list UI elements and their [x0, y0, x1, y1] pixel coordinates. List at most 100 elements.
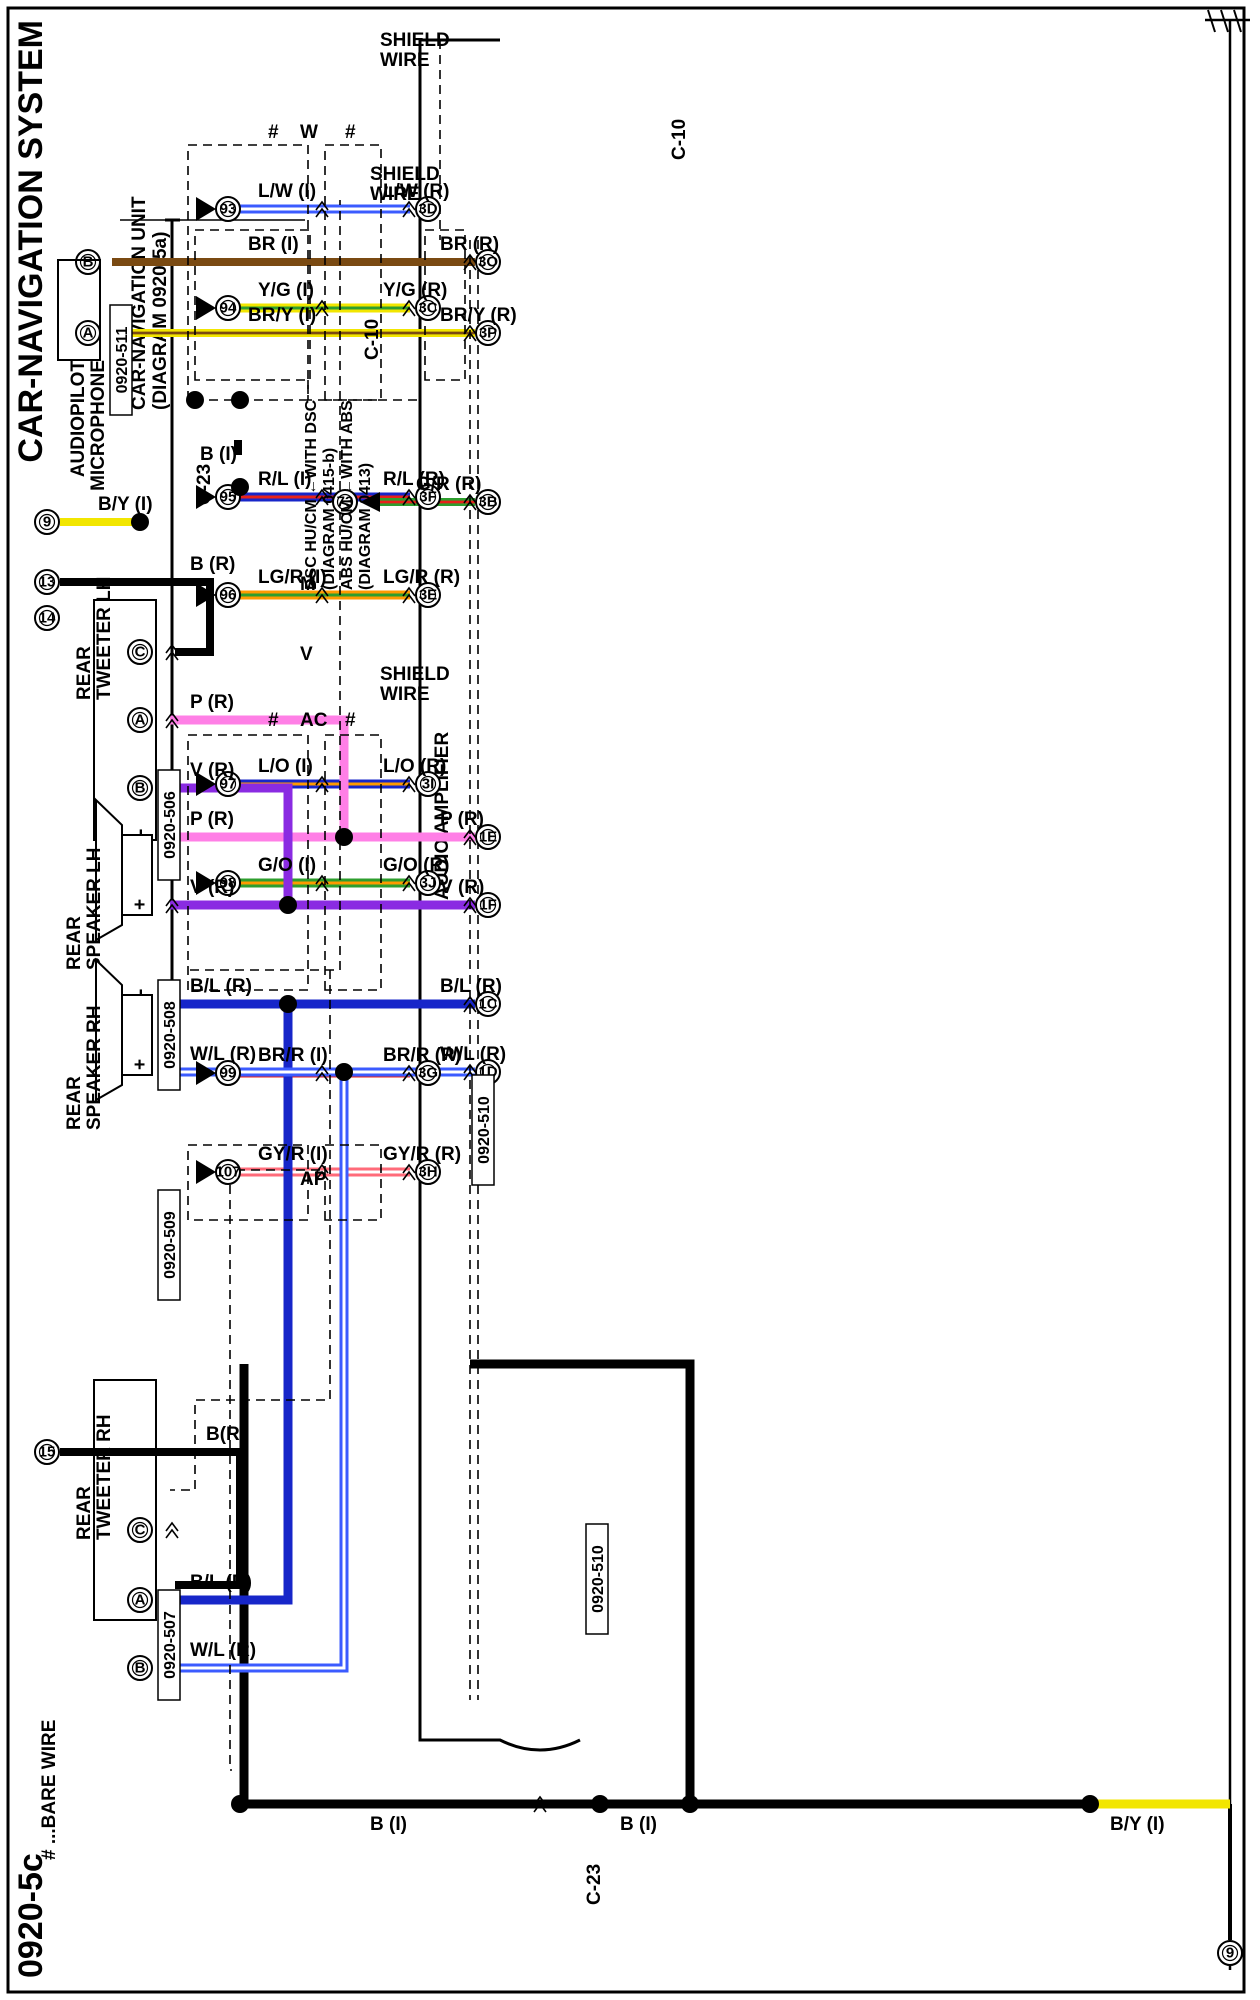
diagram-id: 0920-5c: [12, 1853, 50, 1978]
nav-pin-97-inner: [219, 775, 237, 793]
ground-9-left-inner: [38, 513, 56, 531]
wl-tweeter-wire: [170, 1072, 349, 1673]
nav-pin-96-inner: [219, 586, 237, 604]
bl-splice: [279, 995, 297, 1013]
amp-wire-label-8: GY/R (R): [383, 1144, 461, 1165]
mic-bry-r-label: BR/Y (R): [440, 305, 517, 326]
amp-wire-label-7: BR/R (R): [383, 1045, 461, 1066]
nav-pin-94-arrow-icon: [196, 296, 216, 320]
pin-73-arrow-icon: [360, 492, 380, 512]
tweeter-lh-pin-b-label: B: [135, 780, 146, 797]
bl-r-label-3: B/L (R): [190, 1572, 252, 1593]
shield-label-ac-1: SHIELD: [380, 664, 450, 685]
amp-pin-1E-label: 1E: [479, 829, 497, 846]
amp-pin-3I-ring: [415, 771, 441, 797]
shield-box-ac-r: [324, 734, 382, 991]
nav-wire-label-5: L/O (I): [258, 756, 313, 777]
amp-wire-label-1: L/W (R): [383, 181, 449, 202]
splice-marker-4: [315, 586, 329, 604]
wl-splice: [335, 1063, 353, 1081]
amp-pin-3J-ring: [415, 870, 441, 896]
ground-13-ring: [34, 569, 60, 595]
nav-wire-label-1: L/W (I): [258, 181, 316, 202]
svg-text:0920-509: 0920-509: [162, 1211, 179, 1279]
mic-shield-label-2: WIRE: [370, 184, 420, 205]
tweeter-lh-pin-c-ring: [127, 639, 153, 665]
dsc-note-3: ABS HU/CM ←WITH ABS: [339, 400, 356, 590]
amp-wire-label-4: LG/R (R): [383, 567, 460, 588]
amp-left-marker-2: [463, 324, 477, 342]
amp-pin-3B-label: 3B: [478, 494, 497, 511]
tweeter-lh-pin-a-inner: [131, 711, 149, 729]
nav-pin-99-label: 99: [220, 1065, 237, 1082]
amp-marker-2: [402, 299, 416, 317]
nav-pin-93-inner: [219, 200, 237, 218]
splice-w-hash-2: #: [345, 122, 356, 143]
mic-br-r-label: BR (R): [440, 234, 499, 255]
amp-pin-3C-inner: [419, 299, 437, 317]
shield-drain-ap: [229, 1169, 320, 1771]
b-i-label-left: B (I): [200, 444, 237, 465]
amp-pin-3I-label: 3I: [422, 776, 435, 793]
tweeter-rh-pin-b-inner: [131, 1659, 149, 1677]
amp-pin-3D-ring: [415, 196, 441, 222]
amp-left-marker-6: [463, 995, 477, 1013]
tweeter-lh-pin-c-label: C: [135, 644, 146, 661]
amp-pin-3B-inner: [479, 493, 497, 511]
splice-w-hash-1: #: [268, 122, 279, 143]
shield-label-top-2: WIRE: [380, 50, 430, 71]
dsc-note-1: DSC HU/CM ←WITH DSC: [303, 399, 320, 590]
nav-wire-label-7: BR/R (I): [258, 1045, 328, 1066]
v-r-label-2: V (R): [190, 877, 234, 898]
connector-code-507: 0920-507: [157, 1589, 181, 1701]
amp-pin-3E-label: 3E: [419, 587, 437, 604]
pin-73-label: 73: [337, 494, 354, 511]
splice-ap-label: AP: [300, 1169, 327, 1190]
splice-marker-2: [315, 299, 329, 317]
p-r-label-3: P (R): [440, 809, 484, 830]
amp-wire-label-3: R/L (R): [383, 469, 445, 490]
microphone-label-2: MICROPHONE: [88, 360, 109, 491]
nav-pin-98-label: 98: [220, 875, 237, 892]
ground-15-ring: [34, 1439, 60, 1465]
tweeter-rh-box: [93, 1379, 157, 1621]
comp-marker-8: [165, 1521, 179, 1539]
nav-pin-94-ring: [215, 295, 241, 321]
speaker-rh-icon: [95, 957, 153, 1102]
nav-pin-95-label: 95: [220, 489, 237, 506]
splice-ac-hash-1: #: [268, 710, 279, 731]
nav-pin-107-label: 107: [215, 1164, 240, 1181]
amp-wire-label-2: Y/G (R): [383, 280, 447, 301]
nav-pin-96-label: 96: [220, 587, 237, 604]
nav-pin-95-arrow-icon: [196, 485, 216, 509]
amp-pin-3G-label: 3G: [418, 1065, 438, 1082]
by-label-bottom: B/Y (I): [1110, 1814, 1165, 1835]
ground-13-inner: [38, 573, 56, 591]
b-r-label-lh: B (R): [190, 554, 235, 575]
splice-m-label: M: [300, 574, 316, 595]
microphone-box: [57, 259, 101, 361]
tweeter-lh-pin-a-label: A: [135, 712, 146, 729]
splice-marker-8: [315, 1163, 329, 1181]
by-label-left: B/Y (I): [98, 494, 153, 515]
ground-dot-mid: [681, 1795, 699, 1813]
nav-pin-99-ring: [215, 1060, 241, 1086]
mic-shield-box-i: [194, 229, 311, 381]
amplifier-label: AUDIO AMPLIFIER: [432, 732, 453, 900]
amp-left-marker-4: [463, 828, 477, 846]
amp-pin-3E-ring: [415, 582, 441, 608]
nav-pin-96-arrow-icon: [196, 583, 216, 607]
connector-code-510-top: 0920-510: [585, 1523, 609, 1635]
amp-marker-5: [402, 775, 416, 793]
nav-pin-97-ring: [215, 771, 241, 797]
b-r-tweeter-rh-main: [60, 1448, 244, 1589]
c23-dot-1: [231, 391, 249, 409]
svg-text:0920-511: 0920-511: [114, 327, 131, 394]
amp-pin-1F-label: 1F: [479, 897, 497, 914]
by-junction-bottom: [1081, 1795, 1099, 1813]
splice-ac-label: AC: [300, 710, 328, 731]
mic-pin-b-label: B: [83, 254, 94, 271]
nav-unit-diagram-ref: (DIAGRAM 0920-5a): [150, 232, 171, 410]
